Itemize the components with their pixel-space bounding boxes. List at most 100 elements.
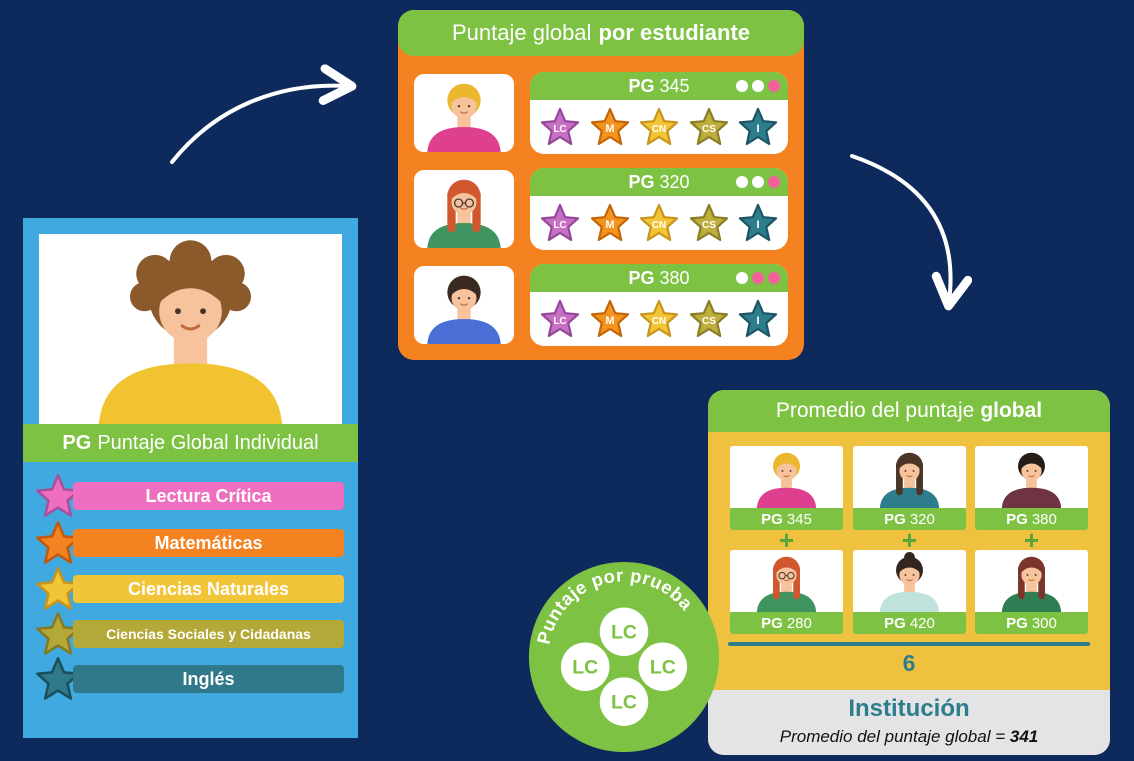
pg-value: 320 — [909, 510, 935, 528]
avatar — [414, 74, 514, 152]
pg-value: 280 — [786, 614, 812, 632]
subject-label: Ciencias Sociales y Cidadanas — [73, 620, 344, 648]
score-dot — [752, 272, 764, 284]
svg-text:CS: CS — [702, 124, 716, 135]
subject-row-lectura-critica: Lectura Crítica — [23, 474, 358, 518]
star-icon: M — [590, 107, 629, 146]
avatar — [414, 266, 514, 344]
avatar — [39, 234, 342, 426]
student-cell: PG 420 — [853, 550, 966, 634]
avatar — [730, 550, 843, 612]
student-cell: PG 280 — [730, 550, 843, 634]
student-cell: PG 345 — [730, 446, 843, 530]
svg-text:CS: CS — [702, 316, 716, 327]
institution-footer: Institución Promedio del puntaje global … — [708, 690, 1110, 755]
student-photo — [975, 446, 1088, 508]
test-circle — [560, 642, 610, 691]
subject-row-ingles: Inglés — [23, 657, 358, 701]
title-text: Promedio del puntaje — [775, 399, 975, 422]
avatar — [414, 170, 514, 248]
pg-label-bar: PG 345 — [730, 508, 843, 530]
star-icon: LC — [540, 299, 580, 338]
svg-text:CS: CS — [702, 220, 716, 231]
svg-text:CN: CN — [652, 124, 666, 135]
pg-abbrev: PG — [761, 614, 783, 632]
card-title: PG Puntaje Global Individual — [23, 424, 358, 462]
star-icon: CN — [639, 107, 679, 146]
per-student-card: Puntaje global por estudiante PG 345 LC M… — [398, 10, 804, 360]
score-dot — [736, 80, 748, 92]
pg-label-bar: PG 380 — [975, 508, 1088, 530]
star-icon: M — [590, 203, 629, 242]
svg-text:M: M — [605, 123, 614, 135]
pg-abbrev: PG — [761, 510, 783, 528]
student-photo — [730, 446, 843, 508]
svg-text:I: I — [756, 315, 759, 327]
pg-value: 345 — [659, 75, 690, 96]
subject-row-ciencias-naturales: Ciencias Naturales — [23, 567, 358, 611]
score-dot — [768, 272, 780, 284]
curved-arrow-left-to-top — [170, 86, 348, 164]
avatar — [730, 446, 843, 508]
curved-arrow-top-to-right — [850, 154, 951, 302]
title-bold-text: por estudiante — [598, 20, 751, 45]
svg-text:I: I — [756, 123, 759, 135]
test-circle — [638, 642, 688, 691]
divisor: 6 — [902, 650, 916, 676]
student-row: PG 380 LC M CN CS I — [414, 264, 788, 346]
score-dot — [768, 80, 780, 92]
students-grid: PG 345 PG 320 PG 380 — [730, 446, 1088, 636]
per-student-title: Puntaje global por estudiante — [398, 10, 804, 56]
star-icon: CN — [639, 299, 679, 338]
test-circle-label: LC — [650, 656, 676, 678]
plus-signs: + + + — [730, 527, 1088, 553]
star-icon: LC — [540, 203, 580, 242]
pg-abbrev: PG — [1006, 614, 1028, 632]
score-header: PG 380 — [530, 264, 788, 292]
pg-abbrev: PG — [884, 510, 906, 528]
svg-text:M: M — [605, 315, 614, 327]
badge-circle — [528, 561, 720, 753]
division-line — [728, 642, 1090, 646]
subject-label: Inglés — [73, 665, 344, 693]
test-circle — [599, 677, 649, 726]
pg-label-bar: PG 300 — [975, 612, 1088, 634]
star-icon: I — [738, 107, 778, 146]
test-circle-label: LC — [611, 622, 637, 644]
star-icon: CS — [689, 299, 728, 338]
pg-abbrev: PG — [62, 431, 92, 454]
student-cell: PG 300 — [975, 550, 1088, 634]
student-photo — [730, 550, 843, 612]
svg-text:LC: LC — [553, 316, 566, 327]
institution-label: Institución — [848, 695, 970, 722]
subject-row-ciencias-sociales: Ciencias Sociales y Cidadanas — [23, 612, 358, 656]
score-per-test-badge: Puntaje por prueba LC LC LC LC — [527, 560, 721, 754]
avatar — [853, 446, 966, 508]
test-circle — [599, 607, 649, 657]
pg-value: 380 — [659, 267, 690, 288]
student-cell: PG 320 — [853, 446, 966, 530]
pg-value: 420 — [909, 614, 935, 632]
score-dot — [736, 176, 748, 188]
progress-dots — [736, 176, 780, 188]
progress-dots — [736, 80, 780, 92]
star-icon: CS — [689, 107, 728, 146]
pg-abbrev: PG — [1006, 510, 1028, 528]
pg-abbrev: PG — [628, 267, 655, 288]
title-text: Puntaje Global Individual — [97, 431, 319, 454]
student-portrait — [39, 234, 342, 426]
score-dot — [752, 80, 764, 92]
student-photo — [414, 266, 514, 344]
title-text: Puntaje global — [451, 20, 592, 45]
result-text: Promedio del puntaje global = — [779, 727, 1010, 746]
student-photo — [414, 170, 514, 248]
star-icon: I — [738, 299, 778, 338]
average-score-card: Promedio del puntaje global PG 345 PG — [708, 390, 1110, 755]
pg-label-bar: PG 420 — [853, 612, 966, 634]
subject-row-matematicas: Matemáticas — [23, 521, 358, 565]
test-circle-label: LC — [611, 691, 637, 713]
student-photo — [414, 74, 514, 152]
